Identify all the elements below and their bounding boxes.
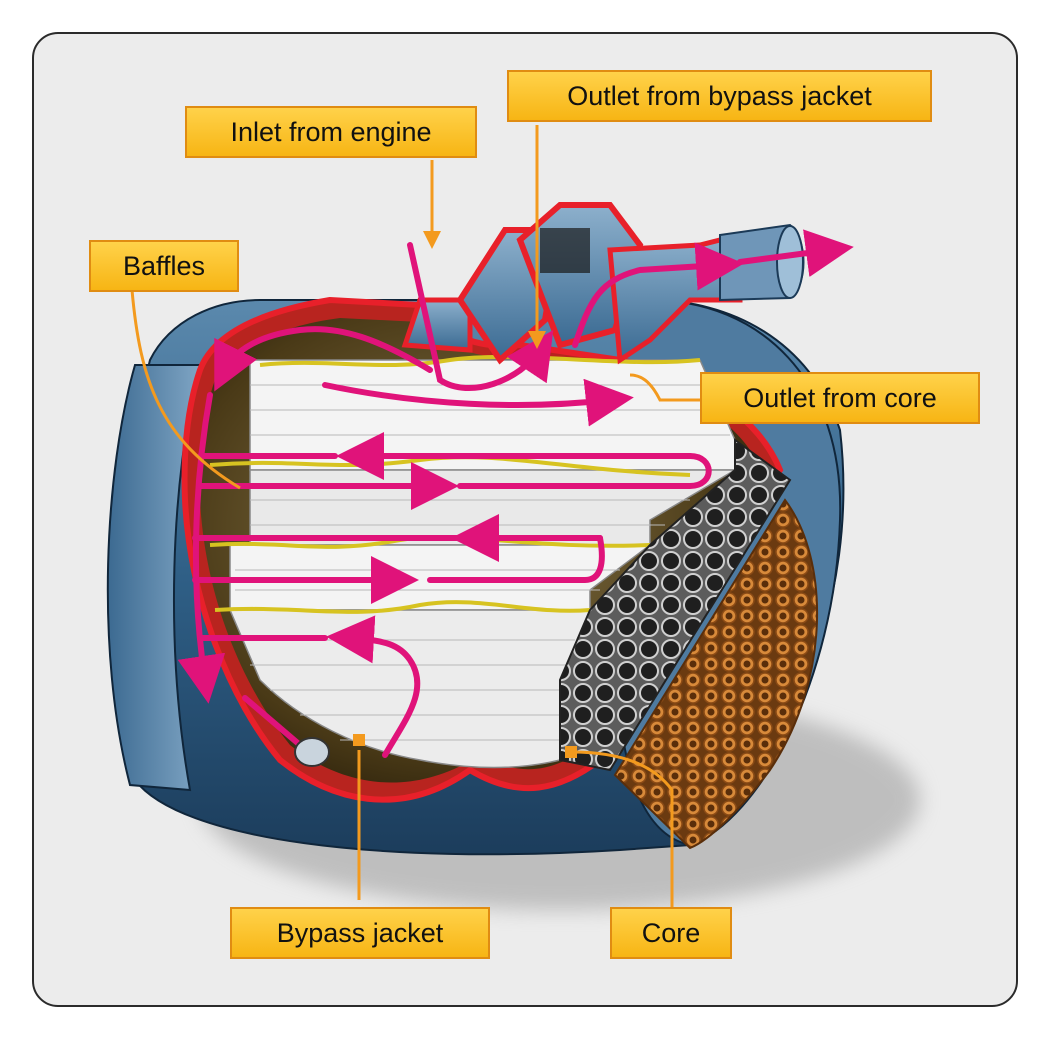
jacket-port — [294, 737, 330, 767]
callout-outlet-from-bypass-jacket: Outlet from bypass jacket — [507, 70, 932, 122]
tube-bundle — [559, 438, 792, 772]
leader-lines — [130, 125, 700, 910]
oil-flow-arrows — [177, 229, 854, 758]
callout-inlet-from-engine: Inlet from engine — [185, 106, 477, 158]
core-marker — [565, 746, 577, 758]
bypass-jacket-marker — [353, 734, 365, 746]
callout-bypass-jacket: Bypass jacket — [230, 907, 490, 959]
core-honeycomb — [613, 498, 819, 850]
callout-core: Core — [610, 907, 732, 959]
callout-outlet-from-core: Outlet from core — [700, 372, 980, 424]
end-flange — [106, 364, 202, 792]
callout-baffles: Baffles — [89, 240, 239, 292]
